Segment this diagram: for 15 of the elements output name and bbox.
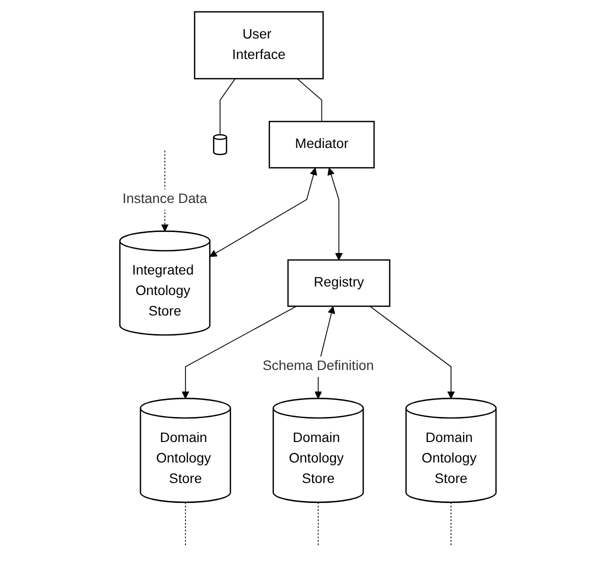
arrow	[209, 168, 317, 257]
connector	[184, 502, 186, 546]
arrow	[369, 306, 454, 399]
edge-label: Instance Data	[122, 192, 207, 206]
edge-label: Schema Definition	[262, 359, 374, 374]
connector	[450, 502, 452, 546]
connector	[219, 78, 236, 136]
connector	[317, 502, 318, 546]
node-cylinder	[212, 134, 227, 156]
node-box: User Interface	[194, 11, 324, 80]
connector	[296, 78, 322, 122]
node-box: Registry	[286, 259, 390, 307]
arrow	[181, 306, 296, 399]
arrow	[327, 168, 342, 260]
node-box: Mediator	[268, 120, 374, 168]
